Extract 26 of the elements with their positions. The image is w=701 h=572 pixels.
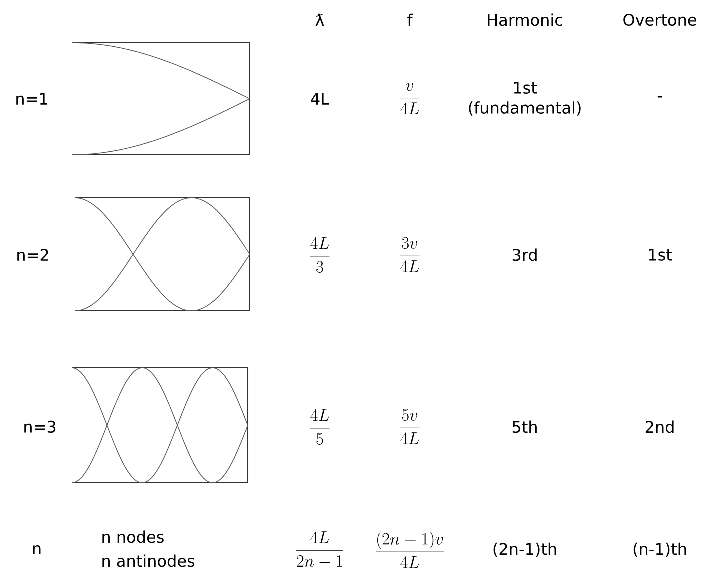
table-cell: 3rd: [512, 248, 537, 262]
table-cell: 4L: [311, 93, 330, 105]
row-label: n=3: [24, 420, 56, 434]
table-cell: -: [658, 96, 662, 98]
fraction: $\frac{v}{4L}$: [400, 83, 420, 114]
fraction: $\frac{4L}{2n-1}$: [296, 532, 344, 568]
table-cell: (2n-1)th: [494, 542, 556, 558]
column-header: ƛ: [316, 14, 324, 26]
column-header: f: [408, 14, 414, 26]
fraction: $\frac{3v}{4L}$: [400, 237, 420, 272]
row-label: n=2: [18, 249, 48, 261]
table-cell: 5th: [512, 420, 537, 434]
table-cell: 1st (fundamental): [469, 82, 581, 116]
fraction: $\frac{5v}{4L}$: [400, 409, 420, 444]
table-cell: n antinodes: [102, 554, 195, 568]
column-header: Overtone: [624, 14, 696, 26]
row-label: n: [33, 546, 41, 554]
table-cell: 2nd: [646, 420, 674, 434]
table-cell: n nodes: [102, 530, 164, 544]
column-header: Harmonic: [488, 14, 562, 26]
fraction: $\frac{(2n-1)v}{4L}$: [376, 532, 444, 568]
row-label: n=1: [16, 93, 48, 105]
table-cell: (n-1)th: [634, 542, 686, 558]
fraction: $\frac{4L}{3}$: [310, 237, 330, 273]
table-cell: 1st: [649, 249, 672, 261]
fraction: $\frac{4L}{5}$: [310, 409, 330, 445]
